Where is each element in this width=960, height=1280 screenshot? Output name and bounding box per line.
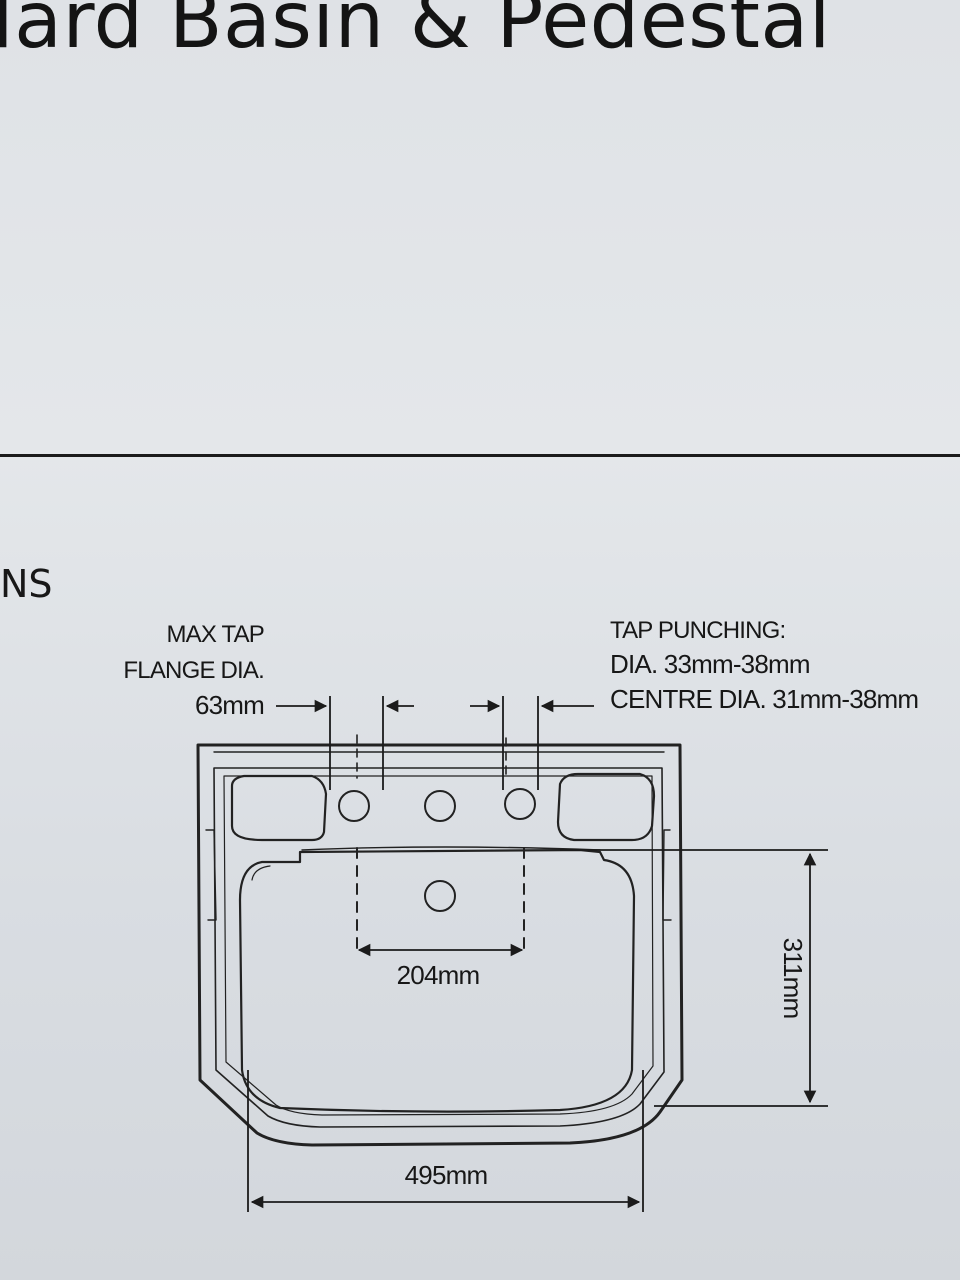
tap-punching-label-line2: DIA. 33mm-38mm (610, 649, 810, 679)
right-tap-hole (504, 788, 536, 820)
left-side-flange (205, 829, 217, 921)
bowl-outline (238, 848, 636, 1113)
tap-flange-label-line3: 63mm (195, 690, 264, 720)
left-tap-hole (338, 790, 370, 822)
tap-punching-label-line1: TAP PUNCHING: (610, 617, 785, 644)
tap-flange-label-line1: MAX TAP (166, 621, 264, 648)
waste-outlet (424, 880, 456, 912)
section-divider (0, 454, 960, 457)
basin-rim-inner (213, 767, 665, 1128)
left-tap-recess (230, 774, 328, 842)
tap-flange-label-line2: FLANGE DIA. (123, 657, 264, 684)
centre-tap-hole (424, 790, 456, 822)
basin-rim-line-2 (223, 775, 654, 1116)
width-dimension-label: 495mm (405, 1160, 488, 1190)
centres-dimension-label: 204mm (397, 960, 480, 990)
tap-punching-label-line3: CENTRE DIA. 31mm-38mm (610, 684, 918, 714)
bowl-inner-lip (251, 865, 271, 881)
basin-outer-outline (196, 743, 684, 1147)
basin-technical-drawing: MAX TAP FLANGE DIA. 63mm TAP PUNCHING: D… (123, 617, 919, 1212)
depth-dimension-label: 311mm (778, 938, 808, 1019)
section-heading: NS (0, 562, 53, 606)
bowl-back-shelf (301, 846, 601, 851)
right-side-flange (662, 829, 672, 921)
right-tap-recess (556, 772, 656, 842)
page-title: lard Basin & Pedestal (0, 0, 831, 66)
